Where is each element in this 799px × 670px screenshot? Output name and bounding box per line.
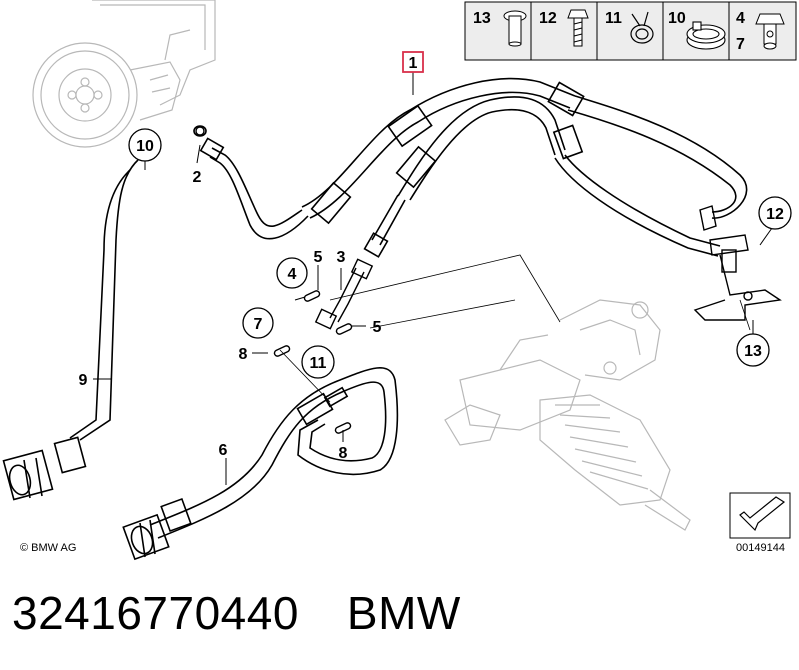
callout-1-label: 1: [409, 55, 418, 72]
callout-5-upper-label: 5: [314, 249, 323, 266]
return-hose: [122, 367, 399, 561]
callout-10-label: 10: [136, 138, 154, 155]
callout-2-label: 2: [193, 169, 202, 186]
hex-bolt-icon: [567, 9, 589, 47]
hardware-legend: 13 12 11 10: [464, 1, 797, 61]
legend-number-12: 12: [539, 10, 557, 27]
legend-item-13[interactable]: 13: [473, 10, 527, 47]
legend-item-11[interactable]: 11: [605, 10, 654, 44]
legend-number-7: 7: [736, 36, 745, 53]
callout-7-label: 7: [254, 316, 263, 333]
callout-1[interactable]: 1: [402, 51, 424, 73]
copyright-text: © BMW AG: [20, 542, 76, 554]
callout-5-lower[interactable]: 5: [373, 319, 382, 336]
callout-4-label: 4: [288, 266, 297, 283]
callout-5-lower-label: 5: [373, 319, 382, 336]
legend-number-11: 11: [605, 10, 622, 27]
seal-rings: [195, 126, 353, 434]
union-fitting: [314, 258, 374, 330]
diagram-reference: 00149144: [729, 492, 791, 554]
spring-clamp-icon: [630, 11, 654, 44]
callout-11-label: 11: [310, 355, 327, 372]
callout-8-left[interactable]: 8: [239, 346, 248, 363]
callout-12[interactable]: 12: [758, 196, 792, 230]
callout-5-upper[interactable]: 5: [314, 249, 323, 266]
callout-9[interactable]: 9: [79, 372, 88, 389]
hollow-screw-icon: [755, 13, 785, 50]
callout-13[interactable]: 13: [736, 333, 770, 367]
steering-pump-ghost: [32, 0, 216, 148]
callout-11[interactable]: 11: [301, 345, 335, 379]
callout-6-label: 6: [219, 442, 228, 459]
reference-lines: [279, 254, 751, 403]
pressure-hose-assembly: [193, 77, 748, 258]
callout-13-label: 13: [744, 343, 762, 360]
callout-6[interactable]: 6: [219, 442, 228, 459]
leader-lines: [93, 72, 773, 485]
part-number: 32416770440: [12, 587, 299, 639]
product-caption: 32416770440 BMW: [12, 583, 461, 643]
callout-9-label: 9: [79, 372, 88, 389]
mounting-bracket: [693, 205, 782, 321]
callout-3-label: 3: [337, 249, 346, 266]
callout-10[interactable]: 10: [128, 128, 162, 162]
legend-number-4: 4: [736, 10, 745, 27]
diagram-number: 00149144: [736, 542, 785, 554]
legend-number-10: 10: [668, 10, 686, 27]
parts-diagram: 1 2 3 4 5 5 6 7 8 8 9 10 11 12: [2, 0, 797, 561]
callout-3[interactable]: 3: [337, 249, 346, 266]
suction-hose: [2, 159, 139, 501]
direction-arrow-icon: [739, 496, 786, 532]
callout-7[interactable]: 7: [242, 307, 274, 339]
legend-item-12[interactable]: 12: [539, 9, 589, 47]
legend-item-4-7[interactable]: 4 7: [736, 10, 785, 53]
callout-12-label: 12: [766, 206, 784, 223]
legend-number-13: 13: [473, 10, 491, 27]
brand-name: BMW: [346, 587, 461, 639]
steering-rack-ghost: [444, 299, 691, 531]
callout-2[interactable]: 2: [193, 169, 202, 186]
hollow-bolt-icon: [503, 10, 527, 47]
callout-8-right[interactable]: 8: [339, 445, 348, 462]
legend-item-10[interactable]: 10: [668, 10, 726, 50]
callout-8-right-label: 8: [339, 445, 348, 462]
hose-clamp-icon: [686, 21, 726, 50]
callout-4[interactable]: 4: [276, 257, 308, 289]
callout-8-left-label: 8: [239, 346, 248, 363]
